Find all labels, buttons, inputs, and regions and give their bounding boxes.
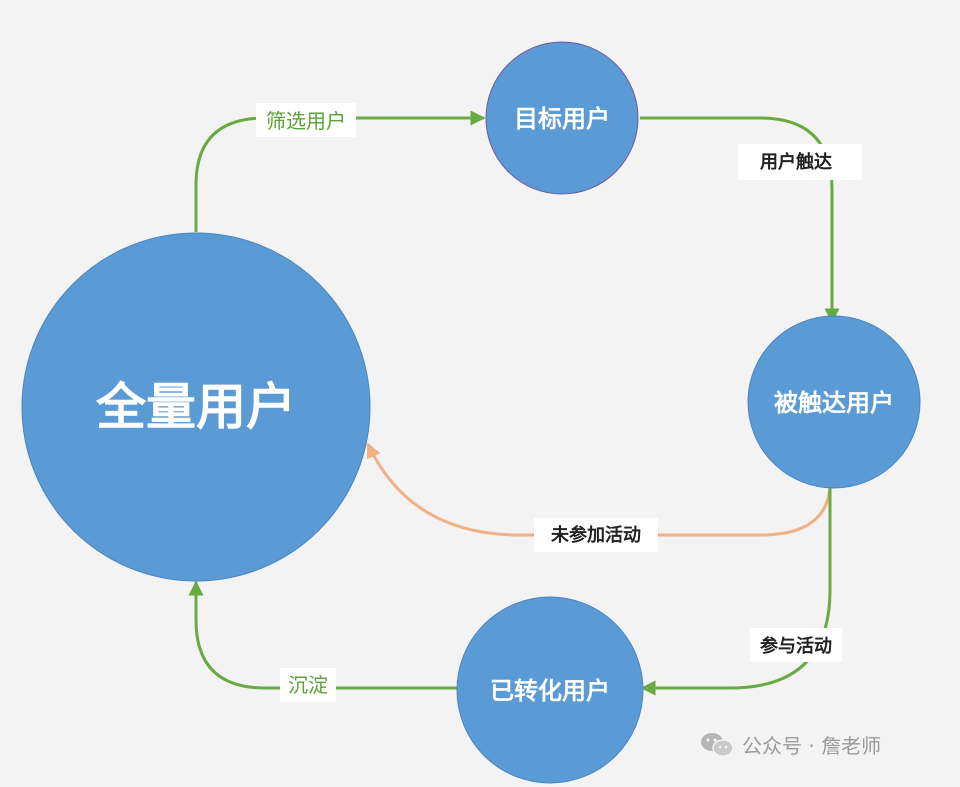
node-label-all-users: 全量用户 xyxy=(95,378,296,436)
edge-settle xyxy=(188,580,458,690)
settle-label-bg xyxy=(280,668,336,702)
edge-label-settle: 沉淀 xyxy=(288,673,328,697)
node-target-users xyxy=(485,41,639,195)
joined-label-bg xyxy=(750,628,842,662)
edge-label-filter-users: 筛选用户 xyxy=(266,109,346,133)
node-reached-users xyxy=(747,315,921,489)
edge-user-reach xyxy=(640,116,840,324)
user-reach-label-bg xyxy=(738,144,862,180)
wechat-icon xyxy=(701,732,734,757)
not-joined-label-bg xyxy=(534,518,658,552)
node-converted-users xyxy=(456,596,644,784)
edge-label-user-reach: 用户触达 xyxy=(760,151,832,173)
edge-label-joined: 参与活动 xyxy=(760,635,832,657)
node-label-target-users: 目标用户 xyxy=(514,105,610,133)
edge-joined xyxy=(640,482,832,696)
node-label-converted-users: 已转化用户 xyxy=(490,677,610,705)
node-all-users xyxy=(21,232,371,582)
watermark-text: 公众号 · 詹老师 xyxy=(742,734,882,758)
edge-not-joined xyxy=(366,442,832,537)
watermark: 公众号 · 詹老师 xyxy=(700,730,881,759)
filter-users-label-bg xyxy=(256,103,356,137)
node-label-reached-users: 被触达用户 xyxy=(774,389,894,417)
edge-label-not-joined: 未参加活动 xyxy=(551,524,641,546)
